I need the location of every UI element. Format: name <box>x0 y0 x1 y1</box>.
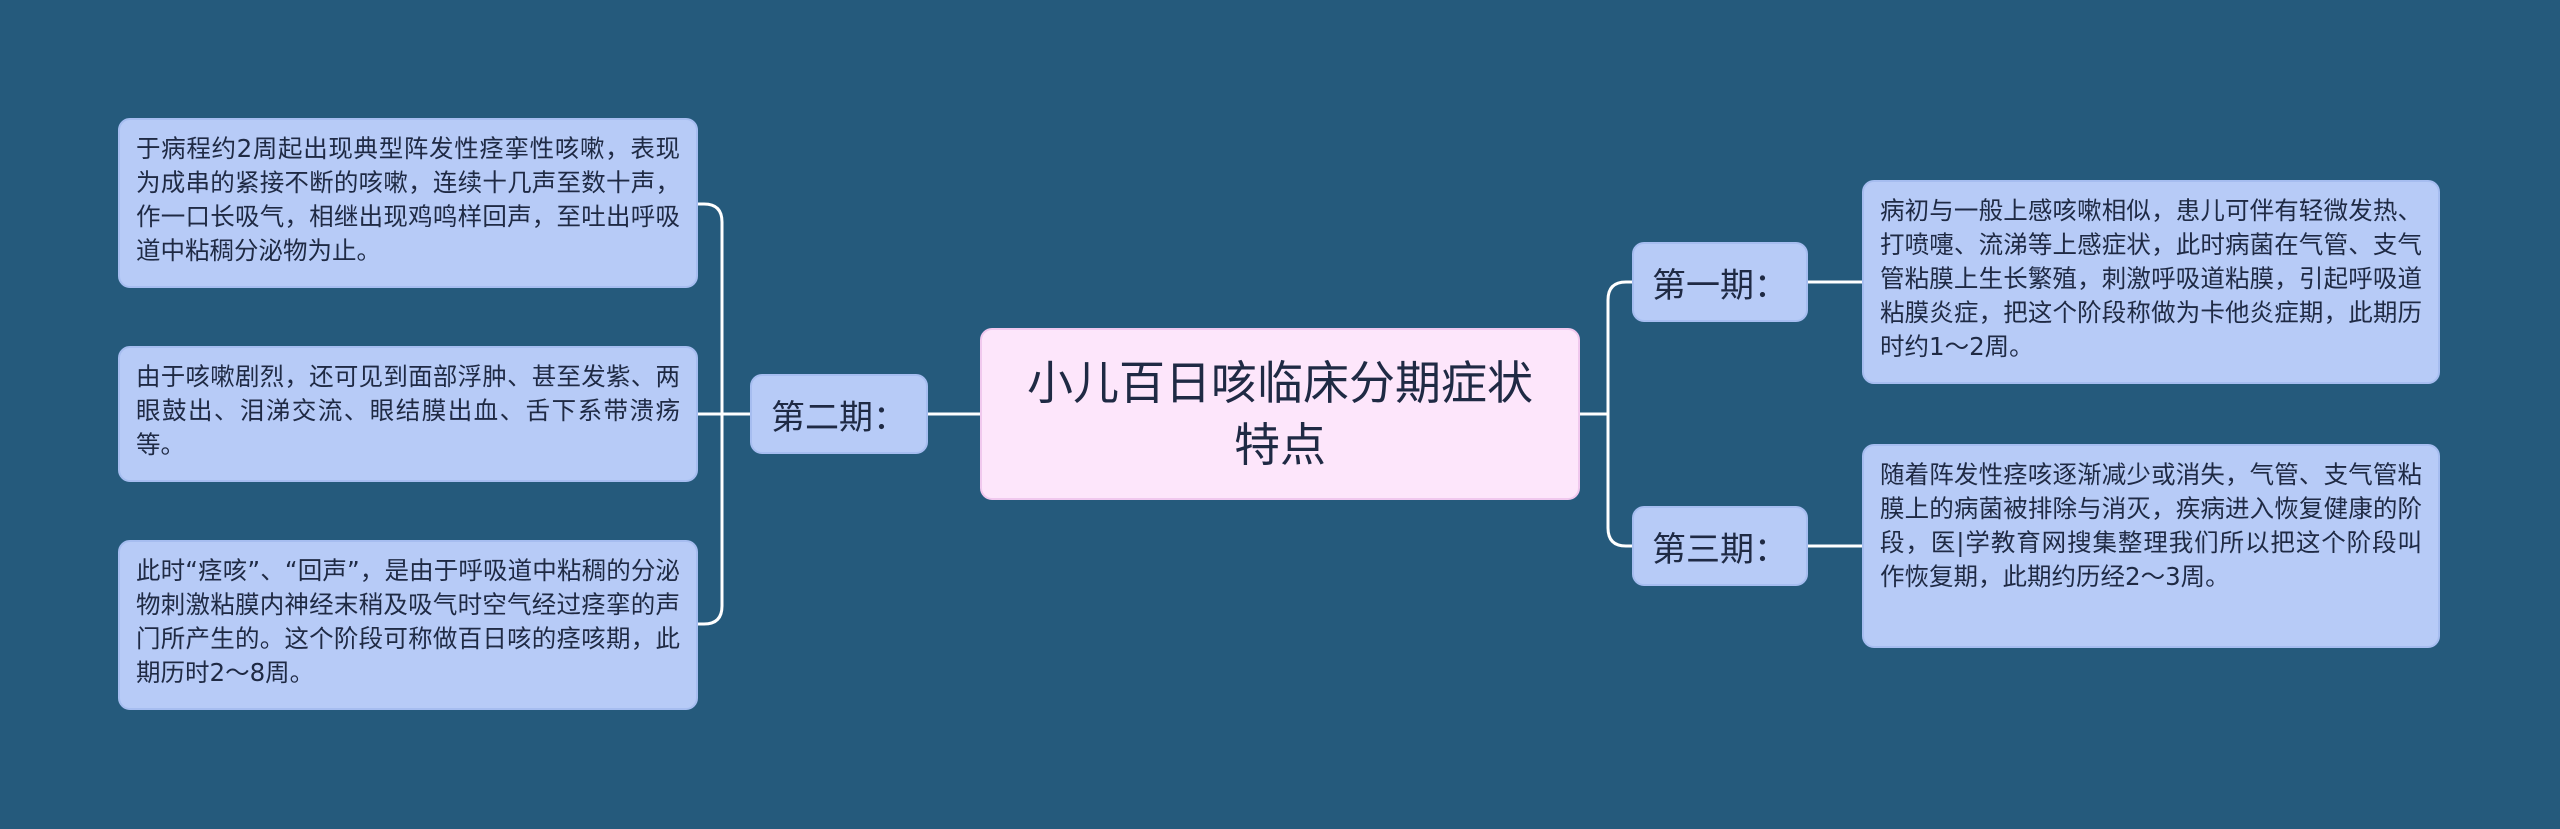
leaf-stage-2-detail-3[interactable]: 此时“痉咳”、“回声”，是由于呼吸道中粘稠的分泌物刺激粘膜内神经末稍及吸气时空气… <box>118 540 698 710</box>
leaf-stage-2-text-2: 由于咳嗽剧烈，还可见到面部浮肿、甚至发紫、两眼鼓出、泪涕交流、眼结膜出血、舌下系… <box>136 362 680 459</box>
leaf-stage-1-text: 病初与一般上感咳嗽相似，患儿可伴有轻微发热、打喷嚏、流涕等上感症状，此时病菌在气… <box>1880 196 2422 361</box>
branch-stage-3[interactable]: 第三期： <box>1632 506 1808 586</box>
branch-stage-3-label: 第三期： <box>1652 529 1788 570</box>
central-topic[interactable]: 小儿百日咳临床分期症状特点 <box>980 328 1580 500</box>
branch-stage-1-label: 第一期： <box>1652 265 1788 306</box>
leaf-stage-2-text-3: 此时“痉咳”、“回声”，是由于呼吸道中粘稠的分泌物刺激粘膜内神经末稍及吸气时空气… <box>136 556 680 687</box>
leaf-stage-3-detail[interactable]: 随着阵发性痉咳逐渐减少或消失，气管、支气管粘膜上的病菌被排除与消灭，疾病进入恢复… <box>1862 444 2440 648</box>
branch-stage-2[interactable]: 第二期： <box>750 374 928 454</box>
central-topic-label: 小儿百日咳临床分期症状特点 <box>1027 356 1533 472</box>
leaf-stage-2-detail-2[interactable]: 由于咳嗽剧烈，还可见到面部浮肿、甚至发紫、两眼鼓出、泪涕交流、眼结膜出血、舌下系… <box>118 346 698 482</box>
connector-left-lower <box>696 412 724 626</box>
branch-stage-1[interactable]: 第一期： <box>1632 242 1808 322</box>
leaf-stage-3-text: 随着阵发性痉咳逐渐减少或消失，气管、支气管粘膜上的病菌被排除与消灭，疾病进入恢复… <box>1880 460 2422 591</box>
connector-right-upper <box>1606 280 1634 416</box>
leaf-stage-2-detail-1[interactable]: 于病程约2周起出现典型阵发性痉挛性咳嗽，表现为成串的紧接不断的咳嗽，连续十几声至… <box>118 118 698 288</box>
leaf-stage-2-text-1: 于病程约2周起出现典型阵发性痉挛性咳嗽，表现为成串的紧接不断的咳嗽，连续十几声至… <box>136 134 680 265</box>
connector-right-lower <box>1606 412 1634 548</box>
branch-stage-2-label: 第二期： <box>771 397 907 438</box>
leaf-stage-1-detail[interactable]: 病初与一般上感咳嗽相似，患儿可伴有轻微发热、打喷嚏、流涕等上感症状，此时病菌在气… <box>1862 180 2440 384</box>
connector-left-upper <box>696 202 724 416</box>
